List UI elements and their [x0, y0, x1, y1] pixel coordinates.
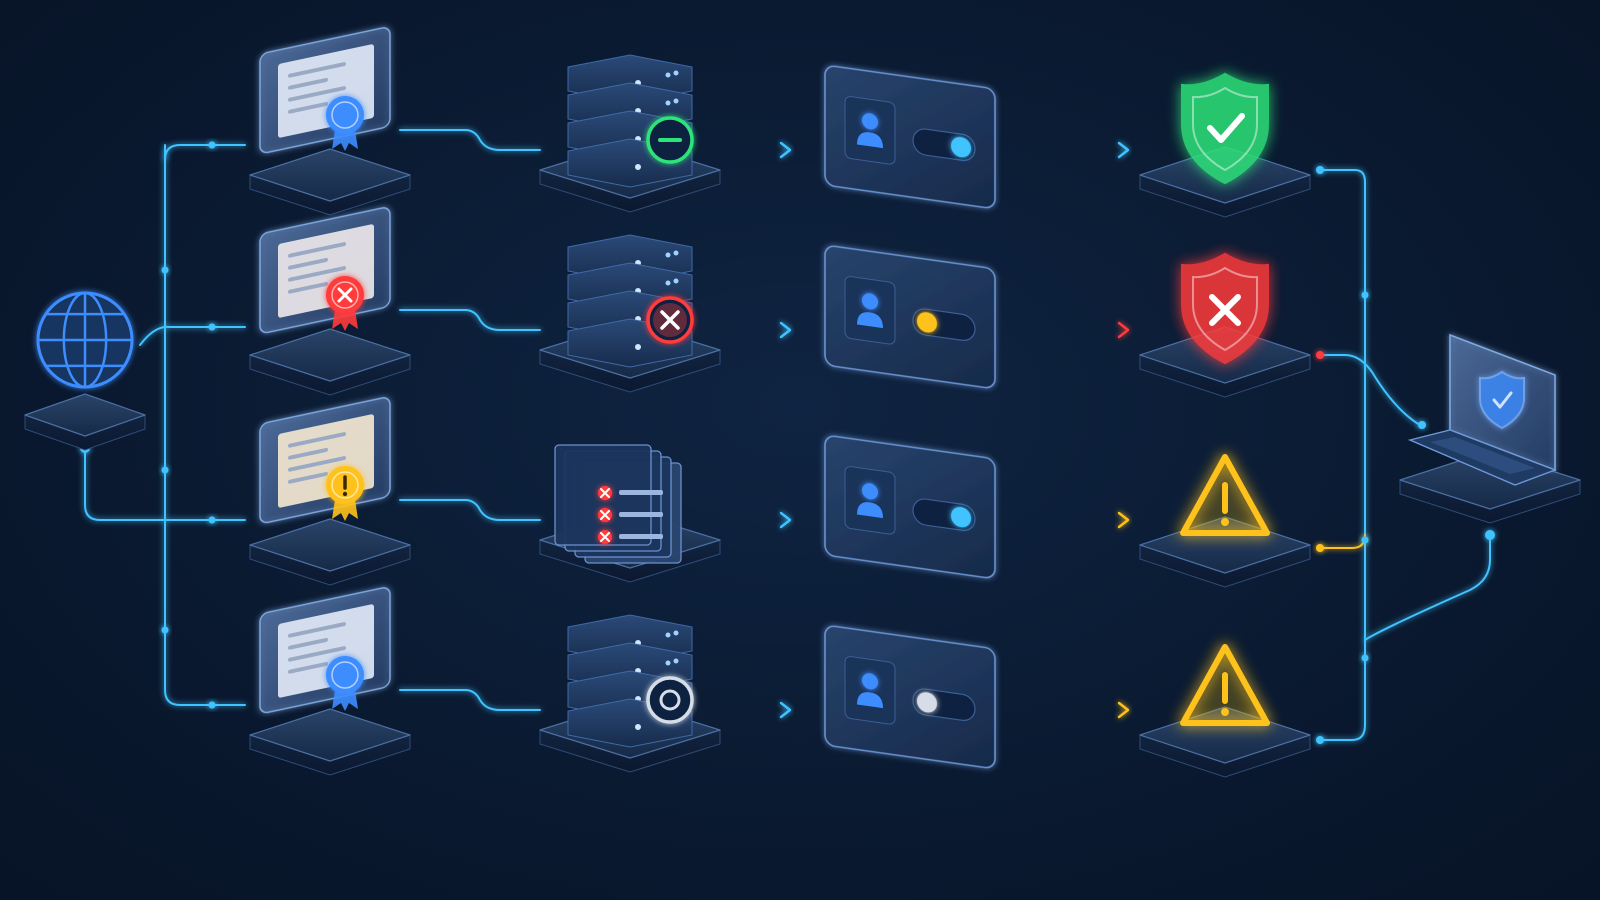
globe-icon: [36, 291, 134, 389]
profile-card-1: [824, 65, 996, 209]
ribbon-seal-icon: [326, 96, 364, 151]
connector-node-dot: [1316, 544, 1324, 552]
toggle-switch-on: [912, 128, 976, 161]
server-to-card-arrow-3: [779, 511, 792, 529]
result-to-laptop-line: [1319, 354, 1421, 426]
certificate-node-3: [249, 397, 411, 586]
toggle-switch-on: [912, 498, 976, 531]
warning-triangle-icon: [1180, 644, 1270, 726]
certificate-node-4: [249, 587, 411, 776]
connector-node-dot: [1418, 421, 1426, 429]
shield-icon: [1479, 370, 1525, 430]
profile-card-2: [824, 245, 996, 389]
result-node-1: [1139, 72, 1311, 218]
right-trunk-line: [1319, 169, 1366, 741]
connector-node-dot: [1361, 654, 1369, 662]
cert-to-server-line-4: [399, 689, 541, 711]
x-checklist-icon: [598, 486, 663, 544]
user-icon: [857, 673, 883, 709]
toggle-switch-pending: [912, 308, 976, 341]
document-stack-icon: [554, 444, 682, 564]
certificate-platform-3: [249, 518, 411, 586]
flow-nodes: [24, 27, 1581, 778]
x-circle-icon: [646, 296, 694, 344]
circle-dot-icon: [646, 676, 694, 724]
connector-node-dot: [1316, 351, 1324, 359]
profile-card-panel: [824, 245, 996, 389]
connector-node-dot: [208, 701, 216, 709]
connector-node-dot: [161, 466, 169, 474]
server-node-4: [539, 614, 721, 773]
certificate-node-2: [249, 207, 411, 396]
certificate-icon: [259, 587, 391, 714]
certificate-icon: [259, 207, 391, 334]
user-icon: [857, 113, 883, 149]
connector-node-dot: [161, 266, 169, 274]
toggle-switch-off: [912, 688, 976, 721]
card-to-result-arrow-4: [1117, 701, 1130, 719]
cert-to-server-line-1: [399, 129, 541, 151]
connector-node-dot: [208, 516, 216, 524]
connector-node-dot: [161, 626, 169, 634]
left-trunk-line: [164, 144, 246, 706]
server-node-1: [539, 54, 721, 213]
cert-to-server-line-3: [399, 499, 541, 521]
certificate-platform-1: [249, 148, 411, 216]
globe-node: [24, 291, 146, 451]
server-node-3: [539, 444, 721, 583]
shield-x-icon: [1181, 252, 1269, 365]
warning-triangle-icon: [1180, 454, 1270, 536]
result-node-2: [1139, 252, 1311, 398]
server-node-2: [539, 234, 721, 393]
certificate-icon: [259, 397, 391, 524]
server-to-card-arrow-2: [779, 321, 792, 339]
result-node-4: [1139, 644, 1311, 778]
card-to-result-arrow-3: [1117, 511, 1130, 529]
card-to-result-arrow-2: [1117, 321, 1130, 339]
connector-node-dot: [1316, 736, 1324, 744]
laptop-node: [1399, 333, 1581, 524]
certificate-platform-4: [249, 708, 411, 776]
server-to-card-arrow-1: [779, 141, 792, 159]
globe-to-row3-line: [84, 444, 246, 521]
connector-node-dot: [208, 323, 216, 331]
globe-to-row2-line: [139, 325, 246, 346]
profile-card-4: [824, 625, 996, 769]
profile-card-3: [824, 435, 996, 579]
x-seal-icon: [326, 276, 364, 331]
warning-to-trunk-line: [1319, 534, 1366, 549]
server-to-card-arrow-4: [779, 701, 792, 719]
profile-card-panel: [824, 435, 996, 579]
globe-platform: [24, 393, 146, 451]
connector-node-dot: [1316, 166, 1324, 174]
certificate-platform-2: [249, 328, 411, 396]
connector-node-dot: [208, 141, 216, 149]
connector-node-dot: [1361, 536, 1369, 544]
profile-card-panel: [824, 625, 996, 769]
certificate-node-1: [249, 27, 411, 216]
laptop-port-dot: [1485, 530, 1495, 540]
card-to-result-arrow-1: [1117, 141, 1130, 159]
cert-to-server-line-2: [399, 309, 541, 331]
trunk-to-laptop-line: [1364, 534, 1491, 641]
result-node-3: [1139, 454, 1311, 588]
connector-lines: [80, 129, 1495, 744]
user-icon: [857, 293, 883, 329]
shield-check-icon: [1181, 72, 1269, 185]
ribbon-seal-icon: [326, 656, 364, 711]
connector-node-dot: [1361, 291, 1369, 299]
profile-card-panel: [824, 65, 996, 209]
minus-circle-icon: [646, 116, 694, 164]
trunk-to-row1-line: [164, 144, 246, 161]
exclamation-seal-icon: [326, 466, 364, 521]
certificate-icon: [259, 27, 391, 154]
laptop-shield-icon: [1407, 333, 1557, 486]
user-icon: [857, 483, 883, 519]
